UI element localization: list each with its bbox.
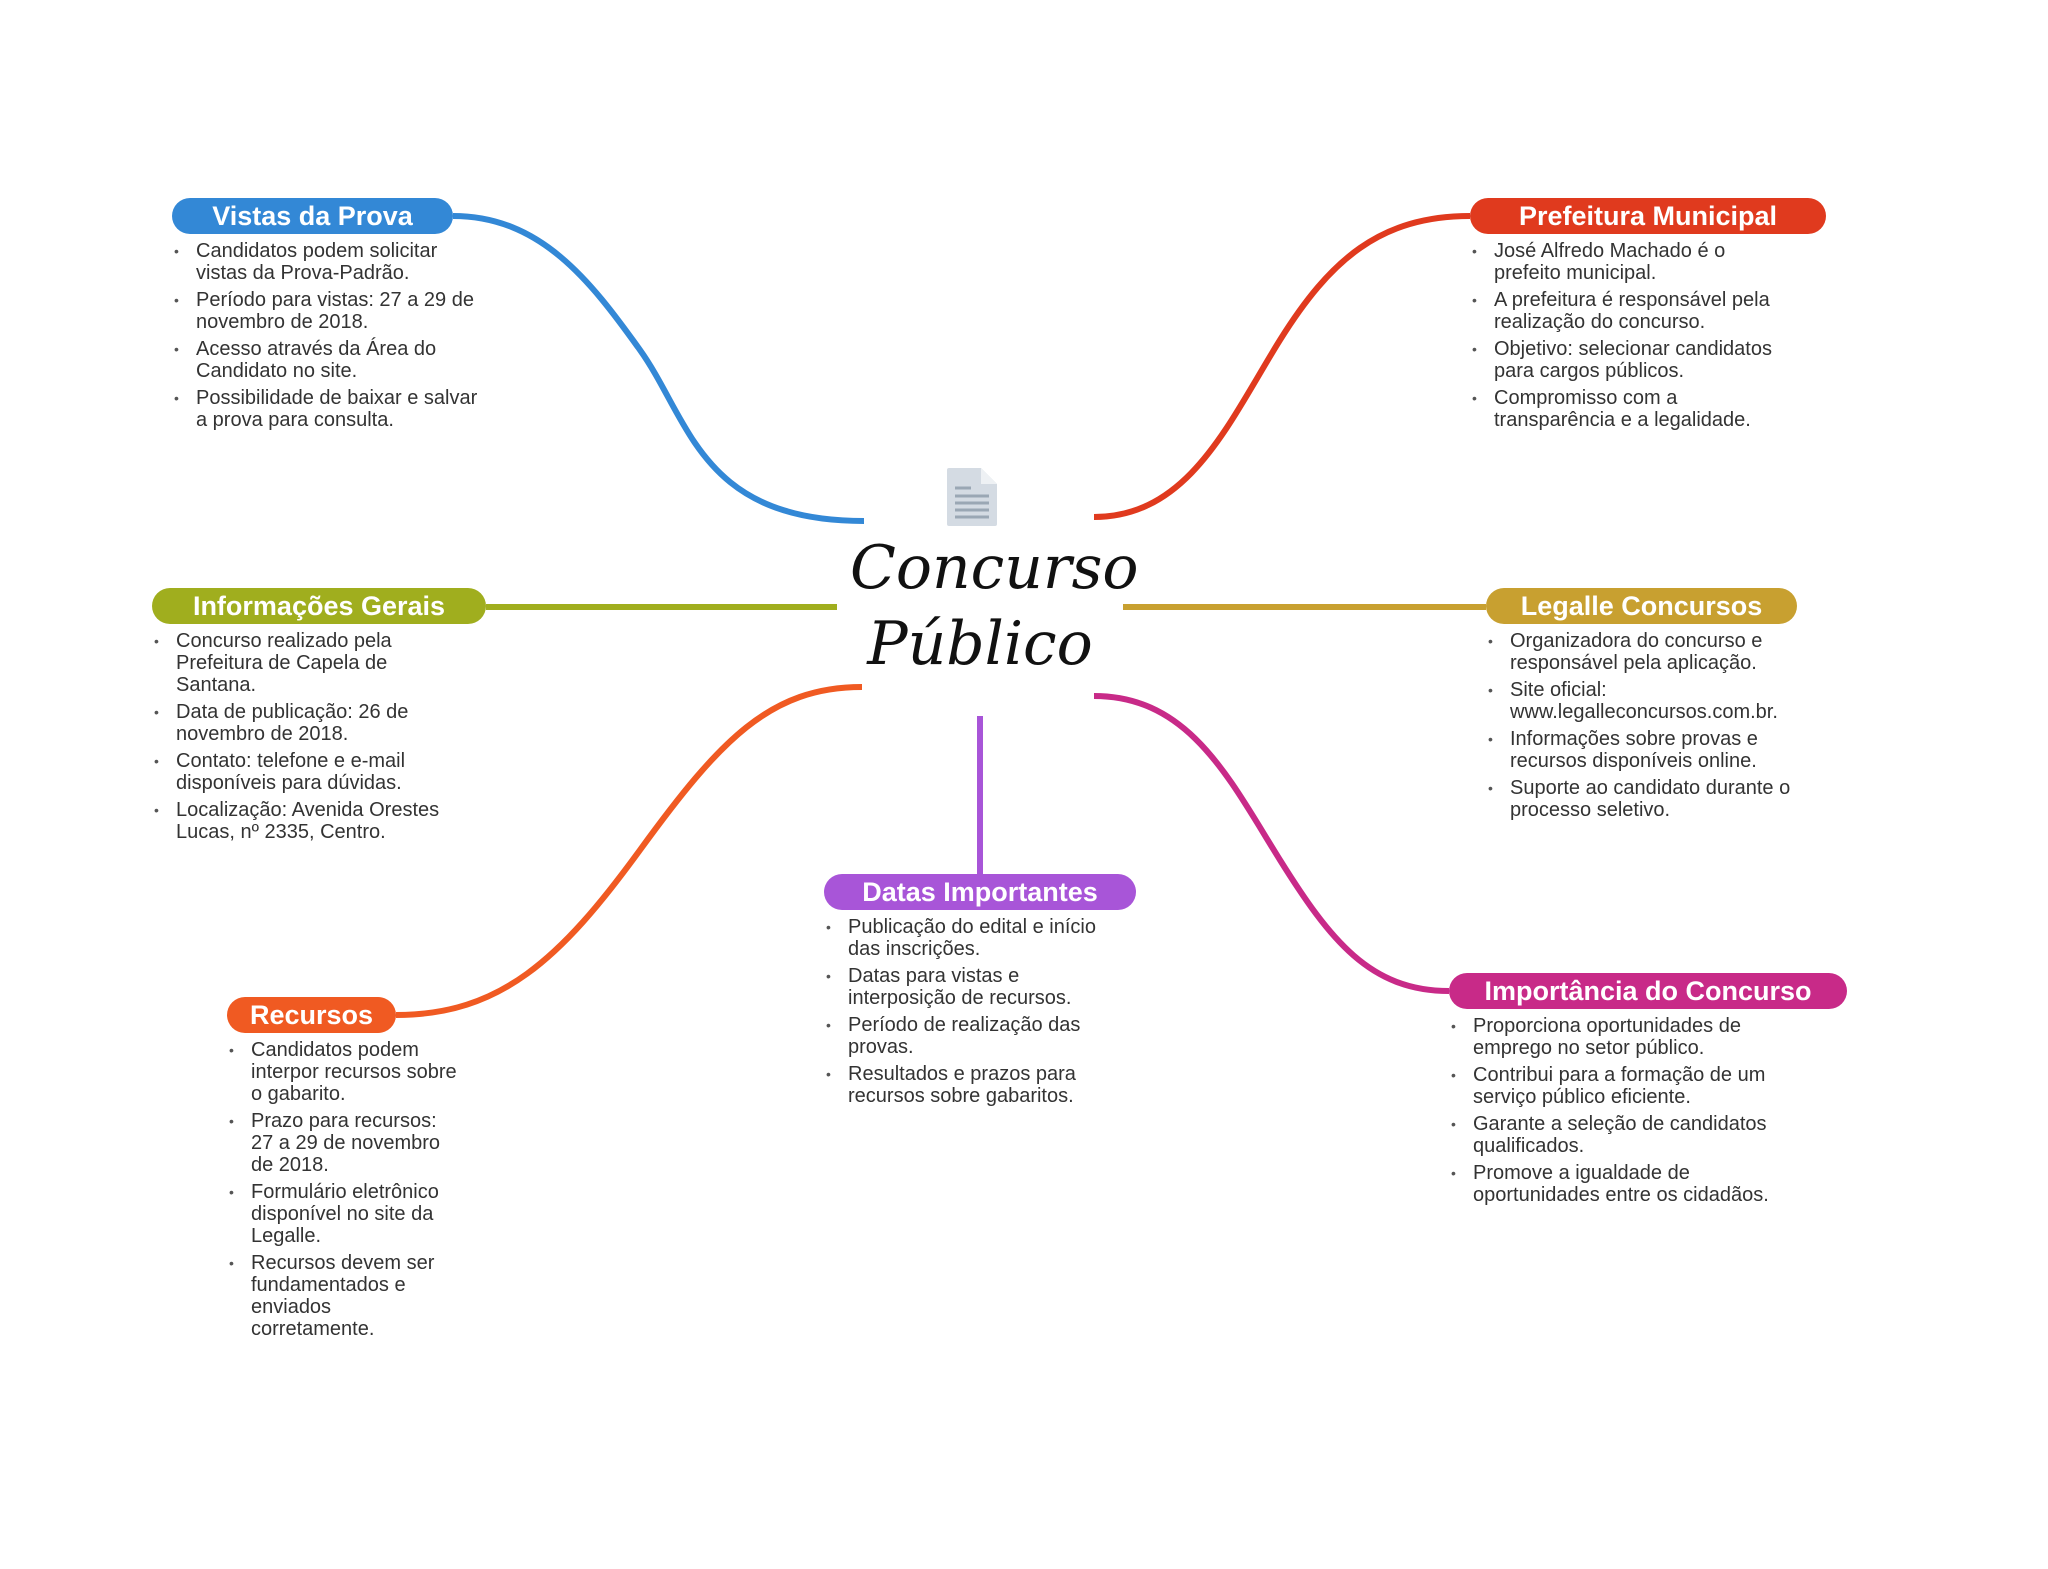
central-topic[interactable]: Concurso Público [850, 530, 1139, 682]
importancia-items: Proporciona oportunidades de emprego no … [1449, 1015, 1809, 1211]
document-icon [947, 468, 997, 526]
list-item: Datas para vistas e interposição de recu… [824, 965, 1124, 1009]
list-item: Formulário eletrônico disponível no site… [227, 1181, 457, 1247]
list-item: Organizadora do concurso e responsável p… [1486, 630, 1816, 674]
list-item: Período para vistas: 27 a 29 de novembro… [172, 289, 492, 333]
legalle-items: Organizadora do concurso e responsável p… [1486, 630, 1816, 826]
list-item: Promove a igualdade de oportunidades ent… [1449, 1162, 1809, 1206]
list-item: Compromisso com a transparência e a lega… [1470, 387, 1790, 431]
prefeitura-items: José Alfredo Machado é o prefeito munici… [1470, 240, 1790, 436]
topic-recursos[interactable]: Recursos [227, 997, 396, 1033]
list-item: Acesso através da Área do Candidato no s… [172, 338, 492, 382]
list-item: Suporte ao candidato durante o processo … [1486, 777, 1816, 821]
list-item: Possibilidade de baixar e salvar a prova… [172, 387, 492, 431]
list-item: Prazo para recursos: 27 a 29 de novembro… [227, 1110, 457, 1176]
list-item: Concurso realizado pela Prefeitura de Ca… [152, 630, 472, 696]
list-item: Informações sobre provas e recursos disp… [1486, 728, 1816, 772]
link-prefeitura [1093, 213, 1471, 520]
list-item: Site oficial: www.legalleconcursos.com.b… [1486, 679, 1816, 723]
list-item: Objetivo: selecionar candidatos para car… [1470, 338, 1790, 382]
list-item: Contribui para a formação de um serviço … [1449, 1064, 1809, 1108]
central-title-line1: Concurso [850, 533, 1139, 603]
topic-importancia-do-concurso[interactable]: Importância do Concurso [1449, 973, 1847, 1009]
datas-items: Publicação do edital e início das inscri… [824, 916, 1124, 1112]
informacoes-items: Concurso realizado pela Prefeitura de Ca… [152, 630, 472, 848]
list-item: Proporciona oportunidades de emprego no … [1449, 1015, 1809, 1059]
list-item: Candidatos podem interpor recursos sobre… [227, 1039, 457, 1105]
list-item: Resultados e prazos para recursos sobre … [824, 1063, 1124, 1107]
list-item: Candidatos podem solicitar vistas da Pro… [172, 240, 492, 284]
topic-vistas-da-prova[interactable]: Vistas da Prova [172, 198, 453, 234]
list-item: José Alfredo Machado é o prefeito munici… [1470, 240, 1790, 284]
central-title-line2: Público [867, 609, 1093, 679]
list-item: Publicação do edital e início das inscri… [824, 916, 1124, 960]
link-importancia [1093, 693, 1450, 994]
topic-datas-importantes[interactable]: Datas Importantes [824, 874, 1136, 910]
vistas-items: Candidatos podem solicitar vistas da Pro… [172, 240, 492, 436]
list-item: Recursos devem ser fundamentados e envia… [227, 1252, 457, 1340]
link-vistas [452, 213, 865, 524]
list-item: Data de publicação: 26 de novembro de 20… [152, 701, 472, 745]
topic-legalle-concursos[interactable]: Legalle Concursos [1486, 588, 1797, 624]
list-item: Contato: telefone e e-mail disponíveis p… [152, 750, 472, 794]
recursos-items: Candidatos podem interpor recursos sobre… [227, 1039, 457, 1345]
list-item: Localização: Avenida Orestes Lucas, nº 2… [152, 799, 472, 843]
topic-prefeitura-municipal[interactable]: Prefeitura Municipal [1470, 198, 1826, 234]
link-recursos [395, 684, 863, 1018]
list-item: A prefeitura é responsável pela realizaç… [1470, 289, 1790, 333]
topic-informacoes-gerais[interactable]: Informações Gerais [152, 588, 486, 624]
list-item: Garante a seleção de candidatos qualific… [1449, 1113, 1809, 1157]
list-item: Período de realização das provas. [824, 1014, 1124, 1058]
